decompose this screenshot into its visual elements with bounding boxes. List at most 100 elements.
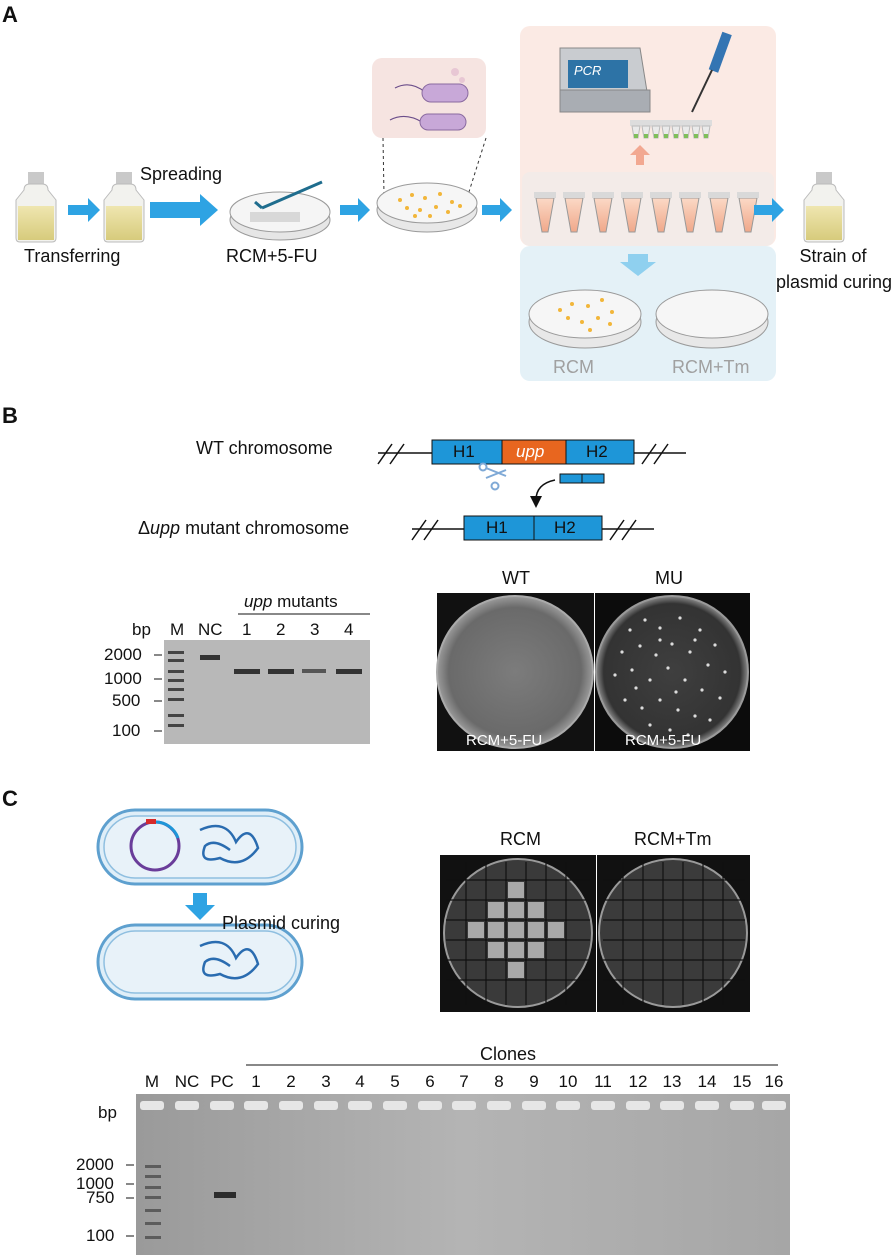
- gel-c-lane-label: 6: [425, 1072, 435, 1091]
- segment-upp-label: upp: [516, 442, 545, 461]
- wt-plate-title: WT: [502, 568, 530, 588]
- rcm-tm-grid: [603, 862, 745, 1005]
- flow-arrow-icon: [68, 198, 100, 222]
- rcm-tm-plate-label: RCM+Tm: [672, 357, 750, 377]
- gel-c-ladder-100: 100: [86, 1226, 115, 1245]
- wt-plate-medium: RCM+5-FU: [466, 732, 543, 749]
- mutant-h1-label: H1: [486, 518, 508, 537]
- mu-plate-title: MU: [655, 568, 683, 588]
- transferring-label: Transferring: [24, 246, 121, 266]
- rcm-grid: [446, 862, 590, 1005]
- down-arrow-icon: [620, 254, 656, 276]
- gel-c-lane-label: 1: [251, 1072, 261, 1091]
- rcm-plate-label: RCM: [553, 357, 594, 377]
- gel-b-ladder-100: 100: [112, 721, 141, 740]
- pcr-machine-icon: [559, 47, 651, 113]
- gel-b-ladder-500: 500: [112, 691, 141, 710]
- mutant-h2-label: H2: [554, 518, 576, 537]
- cell-with-plasmid-icon: [96, 808, 304, 886]
- cured-cell-icon: [96, 923, 304, 1001]
- rcm-photo-title: RCM: [500, 829, 541, 849]
- upp-mutants-label: upp mutants: [244, 592, 338, 611]
- gel-c-lane-label: M: [144, 1072, 160, 1091]
- colony-plate-icon: [376, 182, 478, 233]
- lane-2-band: [268, 669, 294, 674]
- gel-c-wells: [140, 1101, 786, 1110]
- wt-chromosome-label: WT chromosome: [196, 438, 333, 458]
- lane-3-band: [302, 669, 326, 673]
- gel-b-lane-m: M: [170, 620, 185, 639]
- panel-a-letter: A: [2, 2, 18, 27]
- gel-c-lane-label: 12: [628, 1072, 648, 1091]
- culture-bottle-icon: [103, 172, 145, 243]
- flow-arrow-icon: [340, 198, 370, 222]
- gel-c-lane-label: 8: [494, 1072, 504, 1091]
- lane-4-band: [336, 669, 362, 674]
- gel-b-lane-3: 3: [310, 620, 320, 639]
- rcm-tm-plate-icon: [655, 289, 769, 349]
- rcm-plate-icon: [528, 289, 642, 349]
- gel-c-lane-label: 5: [390, 1072, 400, 1091]
- donor-h2-fragment: [581, 473, 605, 484]
- flow-arrow-icon: [754, 198, 784, 222]
- gel-b-ladder-2000: 2000: [104, 645, 142, 664]
- scissors-icon: [478, 462, 507, 491]
- donor-h1-fragment: [559, 473, 583, 484]
- flow-arrow-icon: [482, 198, 512, 222]
- plasmid-curing-label: Plasmid curing: [222, 913, 341, 933]
- gel-b-ladder-bands: [168, 651, 184, 727]
- panel-c-graphics: [96, 808, 790, 1255]
- panel-b-letter: B: [2, 403, 18, 428]
- gel-c-ladder-750: 750: [86, 1188, 115, 1207]
- gel-c-ladder-bands: [145, 1165, 161, 1239]
- nc-band: [200, 655, 220, 660]
- segment-h2-label: H2: [586, 442, 608, 461]
- gel-b-lane-nc: NC: [198, 620, 223, 639]
- tube-row-background: [522, 172, 774, 246]
- pipette-icon: [691, 31, 732, 113]
- gel-c-lane-label: 9: [529, 1072, 539, 1091]
- gel-c-lane-label: PC: [210, 1072, 234, 1091]
- gel-c-lane-label: 4: [355, 1072, 365, 1091]
- segment-h1-label: H1: [453, 442, 475, 461]
- up-arrow-icon: [630, 145, 650, 165]
- pcr-screen-label: PCR: [574, 63, 602, 78]
- gel-c-lane-label: 10: [558, 1072, 578, 1091]
- recombination-arrowhead: [530, 496, 542, 508]
- spread-plate-icon: [229, 180, 331, 241]
- plasmid-curing-arrow-icon: [185, 893, 215, 920]
- gel-c-lane-label: 13: [662, 1072, 682, 1091]
- gel-c-bp-label: bp: [98, 1103, 117, 1122]
- gel-b-ticks: [154, 654, 162, 732]
- mutant-chromosome-label: Δupp mutant chromosome: [138, 518, 350, 538]
- gel-c-lane-label: 15: [732, 1072, 752, 1091]
- clones-label: Clones: [480, 1044, 537, 1064]
- gel-b-image: [164, 640, 370, 744]
- gel-c-ladder-1000: 1000: [76, 1174, 114, 1193]
- gel-c-lane-label: 3: [321, 1072, 331, 1091]
- strain-curing-label-line2: plasmid curing: [776, 272, 891, 292]
- pcr-tubes-icon: [630, 120, 712, 139]
- gel-c-ticks: [126, 1164, 134, 1237]
- panel-a-graphics: [15, 26, 845, 381]
- gel-b-lane-1: 1: [242, 620, 252, 639]
- tube-row-icon: [534, 192, 759, 233]
- wt-chromosome-diagram: [377, 439, 686, 465]
- zoom-line: [382, 137, 385, 196]
- spreading-label: Spreading: [140, 164, 223, 184]
- mutant-chromosome-diagram: [411, 515, 654, 541]
- gel-c-lane-label: 14: [697, 1072, 717, 1091]
- gel-c-lane-label: 11: [594, 1072, 612, 1091]
- strain-curing-label-line1: Strain of: [799, 246, 867, 266]
- bacteria-icon: [389, 68, 469, 131]
- gel-c-lane-label: NC: [174, 1072, 200, 1091]
- spreading-arrow-icon: [150, 194, 218, 226]
- gel-c-lane-label: 16: [764, 1072, 784, 1091]
- gel-b-bp-label: bp: [132, 620, 151, 639]
- mu-plate-medium: RCM+5-FU: [625, 732, 702, 749]
- gel-b-ladder-1000: 1000: [104, 669, 142, 688]
- gel-c-lane-label: 7: [459, 1072, 469, 1091]
- culture-bottle-icon: [15, 172, 57, 243]
- gel-b-lane-2: 2: [276, 620, 286, 639]
